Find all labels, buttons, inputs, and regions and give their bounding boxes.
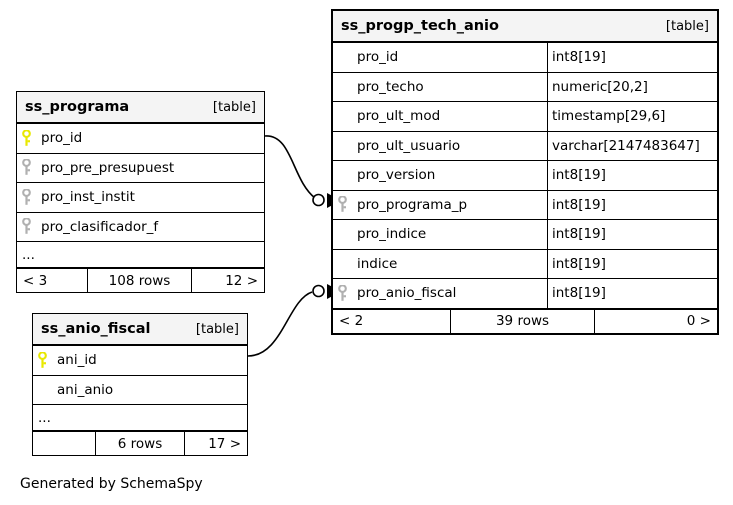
more-columns-indicator: ... <box>17 242 264 268</box>
column-name: ani_anio <box>57 381 114 398</box>
key-slot <box>333 250 351 279</box>
table-footer: 6 rows 17 > <box>33 431 247 455</box>
column-type: varchar[2147483647] <box>547 131 717 160</box>
footer-row-count: 6 rows <box>95 432 185 455</box>
footer-children-count[interactable]: 17 > <box>208 435 241 452</box>
key-slot <box>333 43 351 72</box>
table-name: ss_anio_fiscal <box>41 321 151 337</box>
table-footer: < 2 39 rows 0 > <box>333 308 717 333</box>
column-name: pro_techo <box>357 78 424 95</box>
table-row[interactable]: pro_anio_fiscal int8[19] <box>333 279 717 309</box>
table-ss-progp-tech-anio[interactable]: ss_progp_tech_anio [table] pro_id int8[1… <box>331 9 719 335</box>
column-name: pro_programa_p <box>357 196 468 213</box>
table-ss-anio-fiscal[interactable]: ss_anio_fiscal [table] ani_id ani_anio .… <box>32 313 248 456</box>
table-row[interactable]: pro_id int8[19] <box>333 43 717 73</box>
table-row[interactable]: pro_version int8[19] <box>333 161 717 191</box>
footer-children-count[interactable]: 0 > <box>686 313 711 329</box>
foreign-key-icon <box>21 188 31 205</box>
footer-parents-count[interactable]: < 3 <box>23 272 48 289</box>
key-slot <box>17 183 35 212</box>
table-name: ss_programa <box>25 99 130 115</box>
column-name: pro_inst_instit <box>41 189 135 206</box>
column-type: numeric[20,2] <box>547 72 717 101</box>
column-name: pro_anio_fiscal <box>357 285 457 302</box>
key-slot <box>333 73 351 102</box>
table-row[interactable]: pro_indice int8[19] <box>333 220 717 250</box>
column-name: ani_id <box>57 352 97 369</box>
table-row[interactable]: pro_techo numeric[20,2] <box>333 72 717 102</box>
table-type-tag: [table] <box>212 99 256 115</box>
column-name: pro_indice <box>357 226 427 243</box>
column-type: int8[19] <box>547 190 717 219</box>
table-header: ss_anio_fiscal [table] <box>33 314 247 346</box>
column-type: int8[19] <box>547 220 717 249</box>
column-type: int8[19] <box>547 161 717 190</box>
table-type-tag: [table] <box>665 18 709 34</box>
table-row[interactable]: pro_pre_presupuest <box>17 154 264 183</box>
footer-row-count: 39 rows <box>450 309 595 333</box>
table-row[interactable]: pro_programa_p int8[19] <box>333 190 717 220</box>
more-columns-indicator: ... <box>33 405 247 431</box>
column-name: pro_id <box>41 130 83 147</box>
column-type: timestamp[29,6] <box>547 102 717 131</box>
column-type: int8[19] <box>547 249 717 278</box>
relationship-programa-to-progp <box>264 135 341 208</box>
key-slot <box>333 102 351 131</box>
table-row[interactable]: pro_inst_instit <box>17 183 264 213</box>
table-footer: < 3 108 rows 12 > <box>17 268 264 292</box>
table-type-tag: [table] <box>195 321 239 337</box>
table-name: ss_progp_tech_anio <box>341 18 499 34</box>
relationship-aniofiscal-to-progp <box>247 284 341 357</box>
column-name: pro_pre_presupuest <box>41 159 175 176</box>
table-header: ss_programa [table] <box>17 92 264 124</box>
column-name: indice <box>357 255 398 272</box>
table-ss-programa[interactable]: ss_programa [table] pro_id pro_ <box>16 91 265 293</box>
key-slot <box>333 220 351 249</box>
foreign-key-icon <box>337 284 347 301</box>
key-slot <box>33 346 51 375</box>
key-slot <box>333 279 351 308</box>
key-slot <box>33 376 51 405</box>
column-type: int8[19] <box>547 279 717 308</box>
generated-by-label: Generated by SchemaSpy <box>20 476 203 492</box>
foreign-key-icon <box>21 218 31 235</box>
table-row[interactable]: pro_ult_usuario varchar[2147483647] <box>333 131 717 161</box>
column-name: pro_ult_mod <box>357 108 441 125</box>
footer-parents-count[interactable] <box>33 432 95 455</box>
primary-key-icon <box>21 129 31 146</box>
optional-marker-icon <box>312 284 325 298</box>
column-name: pro_version <box>357 167 436 184</box>
table-row[interactable]: pro_id <box>17 124 264 154</box>
column-name: pro_ult_usuario <box>357 137 461 154</box>
footer-parents-count[interactable]: < 2 <box>339 313 364 329</box>
table-header: ss_progp_tech_anio [table] <box>333 11 717 43</box>
key-slot <box>333 132 351 161</box>
column-name: pro_clasificador_f <box>41 218 159 235</box>
foreign-key-icon <box>21 159 31 176</box>
primary-key-icon <box>37 351 47 368</box>
table-row[interactable]: pro_ult_mod timestamp[29,6] <box>333 102 717 132</box>
key-slot <box>17 213 35 242</box>
key-slot <box>333 191 351 220</box>
footer-row-count: 108 rows <box>87 269 192 292</box>
foreign-key-icon <box>337 196 347 213</box>
column-name: pro_id <box>357 49 399 66</box>
table-row[interactable]: ani_anio <box>33 376 247 405</box>
table-row[interactable]: pro_clasificador_f <box>17 213 264 242</box>
key-slot <box>17 154 35 183</box>
key-slot <box>17 124 35 153</box>
key-slot <box>333 161 351 190</box>
optional-marker-icon <box>312 193 325 207</box>
table-row[interactable]: indice int8[19] <box>333 249 717 279</box>
column-type: int8[19] <box>547 43 717 72</box>
footer-children-count[interactable]: 12 > <box>225 272 258 289</box>
table-row[interactable]: ani_id <box>33 346 247 376</box>
